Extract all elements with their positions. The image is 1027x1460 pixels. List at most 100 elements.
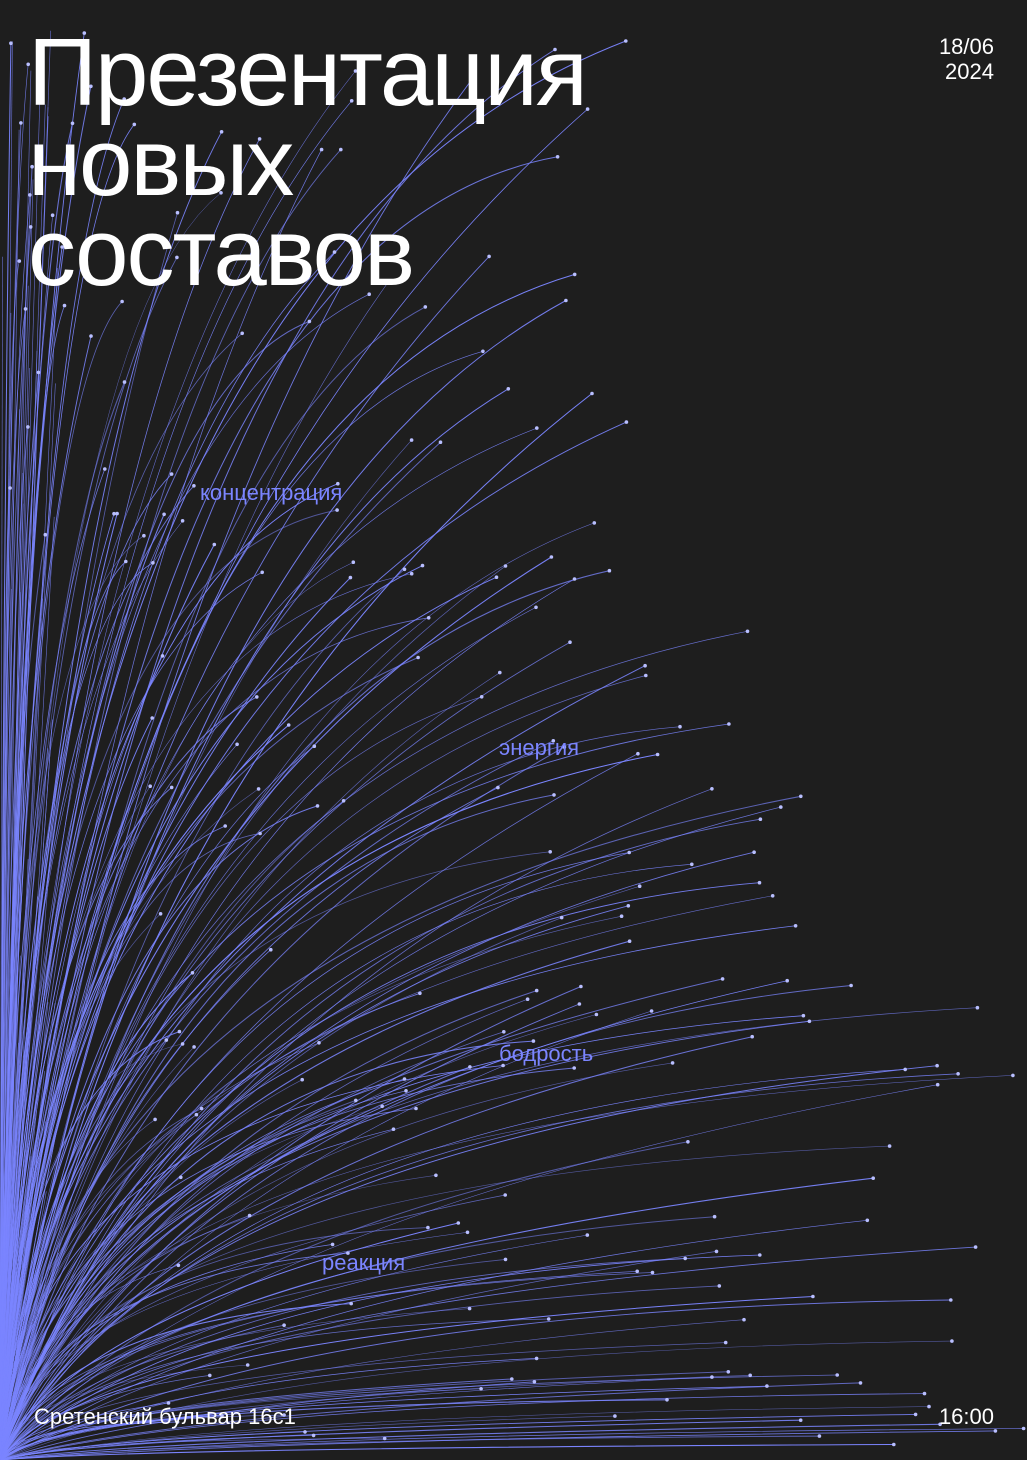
ray-dot: [649, 1009, 654, 1013]
ray-line: [0, 1007, 978, 1460]
ray-line: [0, 985, 852, 1460]
ray-line: [0, 630, 748, 1460]
ray-dot: [503, 564, 508, 568]
ray-line: [0, 1254, 760, 1460]
ray-dot: [348, 575, 353, 580]
ray-dot: [367, 292, 372, 297]
ray-dot: [801, 1013, 806, 1018]
ray-dot: [532, 1380, 537, 1384]
ray-line: [0, 1141, 688, 1460]
label-energy: энергия: [499, 735, 580, 760]
ray-dot: [43, 532, 48, 537]
ray-dot: [330, 1242, 335, 1247]
ray-line: [0, 1036, 753, 1460]
ray-dot: [223, 824, 227, 828]
ray-dot: [690, 862, 694, 867]
ray-line: [0, 1219, 868, 1460]
ray-dot: [465, 1230, 470, 1235]
ray-line: [0, 576, 497, 1460]
ray-dot: [956, 1072, 960, 1076]
label-reaction: реакция: [322, 1250, 406, 1275]
ray-dot: [470, 76, 475, 81]
ray-dot: [779, 805, 783, 809]
ray-line: [0, 1046, 195, 1460]
event-address: Сретенский бульвар 16с1: [34, 1404, 296, 1429]
ray-dot: [199, 1106, 204, 1111]
ray-dot: [935, 1063, 939, 1068]
ray-line: [0, 149, 322, 1460]
ray-dot: [162, 512, 166, 517]
ray-line: [0, 655, 163, 1460]
ray-line: [0, 565, 423, 1460]
ray-dot: [927, 1404, 931, 1409]
event-date: 18/06 2024: [939, 34, 994, 84]
ray-dot: [564, 298, 568, 303]
ray-line: [0, 986, 582, 1460]
ray-dot: [592, 521, 597, 525]
ray-dot: [577, 1002, 582, 1006]
ray-line: [0, 1251, 717, 1460]
ray-line: [0, 851, 551, 1460]
ray-line: [0, 992, 421, 1460]
ray-dot: [256, 787, 261, 791]
ray-dot: [219, 191, 223, 195]
ray-dot: [559, 915, 564, 920]
ray-dot: [192, 484, 196, 488]
ray-line: [0, 129, 20, 1460]
ray-dot: [502, 1030, 506, 1034]
ray-line: [0, 1227, 428, 1460]
ray-dot: [23, 307, 28, 311]
ray-dot: [409, 571, 414, 576]
ray-dot: [456, 1221, 461, 1225]
ray-dot: [169, 785, 174, 790]
ray-dot: [627, 939, 632, 943]
ray-dot: [151, 561, 155, 565]
ray-dot: [525, 997, 530, 1001]
ray-dot: [534, 988, 539, 993]
ray-dot: [811, 1294, 815, 1299]
ray-dot: [745, 629, 750, 634]
ray-line: [0, 1299, 951, 1460]
ray-dot: [626, 904, 631, 908]
label-concentration: концентрация: [200, 480, 343, 505]
ray-line: [0, 1340, 952, 1460]
ray-dot: [903, 1067, 907, 1072]
ray-dot: [166, 1401, 171, 1405]
ray-dot: [132, 122, 137, 127]
ray-dot: [481, 349, 485, 354]
ray-dot: [414, 1106, 418, 1111]
ray-dot: [303, 1430, 307, 1434]
ray-dot: [572, 272, 577, 277]
ray-dot: [269, 947, 273, 952]
ray-dot: [257, 137, 262, 141]
ray-dot: [655, 752, 660, 757]
ray-line: [0, 1376, 712, 1460]
ray-dot: [254, 695, 259, 699]
ray-dot: [26, 425, 30, 429]
ray-dot: [169, 472, 174, 476]
ray-dot: [765, 1384, 769, 1388]
ray-dot: [258, 831, 262, 836]
ray-line: [0, 641, 571, 1460]
ray-line: [0, 1276, 43, 1460]
ray-dot: [727, 722, 731, 726]
ray-dot: [353, 69, 358, 73]
ray-dot: [9, 41, 13, 45]
ray-dot: [176, 1263, 181, 1268]
ray-dot: [572, 1066, 576, 1070]
ray-dot: [720, 977, 725, 981]
ray-dot: [922, 1391, 927, 1396]
ray-line: [0, 696, 482, 1460]
ray-dot: [506, 387, 511, 391]
title-line-1: Презентация: [28, 19, 588, 126]
ray-line: [0, 1020, 810, 1460]
ray-dot: [748, 1373, 752, 1378]
ray-line: [0, 1415, 615, 1460]
ray-dot: [717, 1284, 722, 1288]
ray-dot: [665, 1398, 669, 1402]
ray-dots: [8, 31, 1026, 1447]
ray-line: [0, 1393, 925, 1460]
ray-dot: [335, 508, 339, 512]
ray-dot: [619, 914, 624, 918]
